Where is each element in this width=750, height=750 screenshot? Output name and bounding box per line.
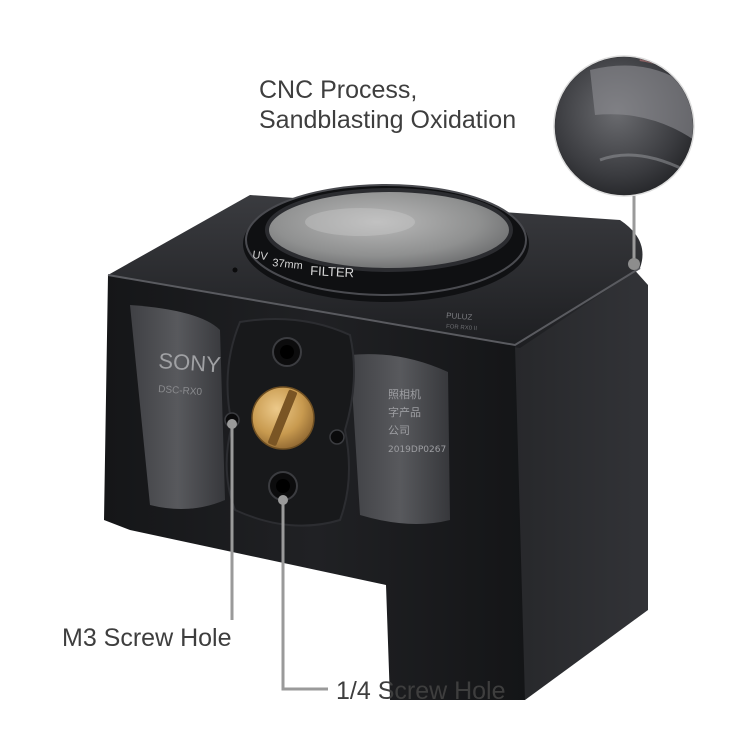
label-cn-3: 公司 [388,424,410,437]
brand-sub-text: FOR RX0 II [446,324,478,332]
brass-mount-screw [251,386,315,450]
left-side-window [130,305,225,509]
cnc-leader-dot [628,258,640,270]
m3-screw-hole-callout: M3 Screw Hole [62,624,232,652]
filter-ring-print: UV 37mm FILTER [252,249,355,280]
cnc-callout-line-1: CNC Process, [259,76,418,104]
label-cn-2: 字产品 [388,405,421,419]
quarter-screw-hole-callout: 1/4 Screw Hole [336,677,506,705]
quarter-screw-hole-top [272,337,302,367]
leader-lines [230,196,636,691]
quarter-screw-hole-bottom [268,471,298,501]
cage-side-face [515,265,648,700]
cnc-callout-line-2: Sandblasting Oxidation [259,106,517,134]
camera-brand-text: SONY [158,348,222,377]
filter-uv-text: UV [252,249,269,263]
cage-edge-highlight [107,267,641,347]
label-cn-1: 照相机 [388,387,421,401]
filter-size-text: 37mm [272,257,304,272]
filter-word-text: FILTER [310,263,355,280]
right-window-label: 照相机 字产品 公司 2019DP0267 [388,387,446,455]
m3-screw-hole-right [329,429,345,445]
cnc-detail-zoom [553,55,695,197]
quarter-leader-dot [278,495,288,505]
cnc-process-callout: CNC Process, Sandblasting Oxidation [259,75,516,135]
quarter-leader-line [281,500,328,691]
brand-logo-text: PULUZ [446,311,473,322]
m3-leader-dot [227,419,237,429]
right-side-window [350,354,450,524]
camera-model-text: DSC-RX0 [158,384,203,398]
top-face-dot [232,267,238,273]
label-code: 2019DP0267 [388,445,446,455]
uv-filter [243,184,529,302]
